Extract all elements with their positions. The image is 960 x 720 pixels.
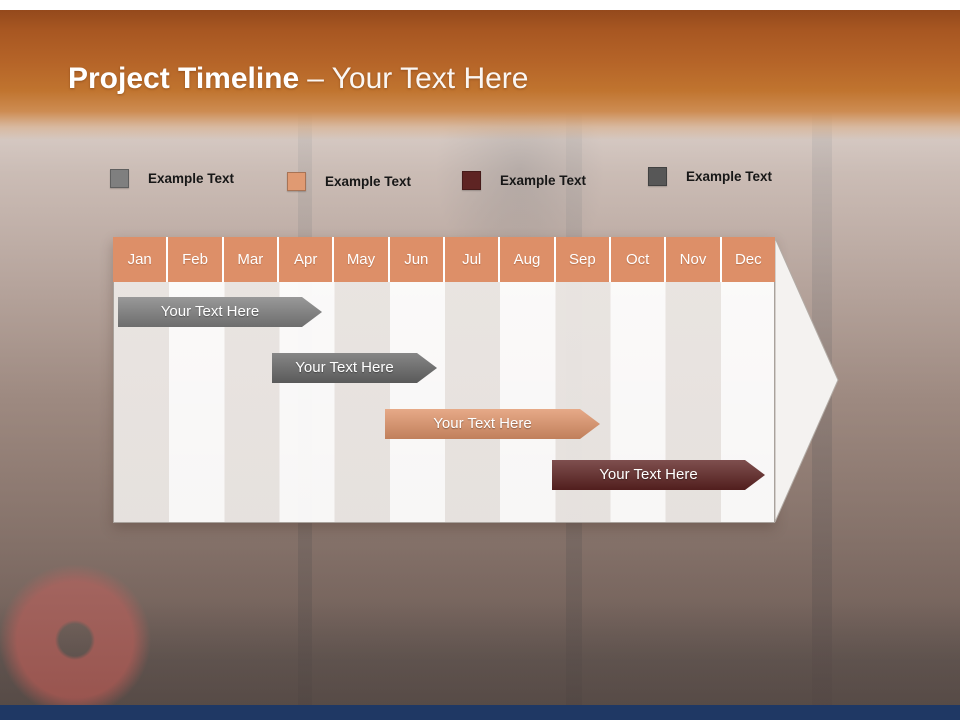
month-header-cell: Jul bbox=[444, 237, 499, 282]
month-header-cell: Aug bbox=[500, 237, 554, 282]
timeline-chart: Jan Feb Mar Apr May Jun Jul Aug Sep Oct … bbox=[113, 237, 839, 523]
month-header-cell: Oct bbox=[610, 237, 665, 282]
timeline-bar-2: Your Text Here bbox=[272, 353, 437, 383]
darkgray-swatch-icon bbox=[648, 167, 667, 186]
maroon-swatch-icon bbox=[462, 171, 481, 190]
timeline-bar-3: Your Text Here bbox=[385, 409, 600, 439]
legend-label: Example Text bbox=[148, 171, 235, 186]
peach-swatch-icon bbox=[287, 172, 306, 191]
legend-label: Example Text bbox=[686, 169, 773, 184]
month-header-cell: Nov bbox=[666, 237, 720, 282]
legend-item-3: Example Text bbox=[462, 171, 586, 190]
month-header-cell: Apr bbox=[278, 237, 333, 282]
legend-item-2: Example Text bbox=[287, 172, 411, 191]
legend-label: Example Text bbox=[500, 173, 587, 188]
month-header-row: Jan Feb Mar Apr May Jun Jul Aug Sep Oct … bbox=[113, 237, 775, 282]
timeline-bar-1: Your Text Here bbox=[118, 297, 322, 327]
page-title-primary: Project Timeline bbox=[68, 62, 300, 95]
month-header-cell: Feb bbox=[168, 237, 222, 282]
top-white-strip bbox=[0, 0, 960, 10]
page-title: Project Timeline– Your Text Here bbox=[68, 62, 528, 96]
legend-item-4: Example Text bbox=[648, 167, 772, 186]
page-title-secondary: – Your Text Here bbox=[307, 62, 529, 95]
footer-bar bbox=[0, 705, 960, 720]
month-header-cell: Mar bbox=[223, 237, 277, 282]
title-banner bbox=[0, 10, 960, 140]
timeline-arrowhead bbox=[775, 237, 839, 523]
month-header-cell: Sep bbox=[555, 237, 609, 282]
month-header-cell: Dec bbox=[721, 237, 775, 282]
gray-swatch-icon bbox=[110, 169, 129, 188]
month-header-cell: Jun bbox=[389, 237, 443, 282]
legend-label: Example Text bbox=[325, 174, 412, 189]
month-header-cell: Jan bbox=[113, 237, 167, 282]
month-header-cell: May bbox=[334, 237, 388, 282]
timeline-bar-4: Your Text Here bbox=[552, 460, 765, 490]
legend-item-1: Example Text bbox=[110, 169, 234, 188]
